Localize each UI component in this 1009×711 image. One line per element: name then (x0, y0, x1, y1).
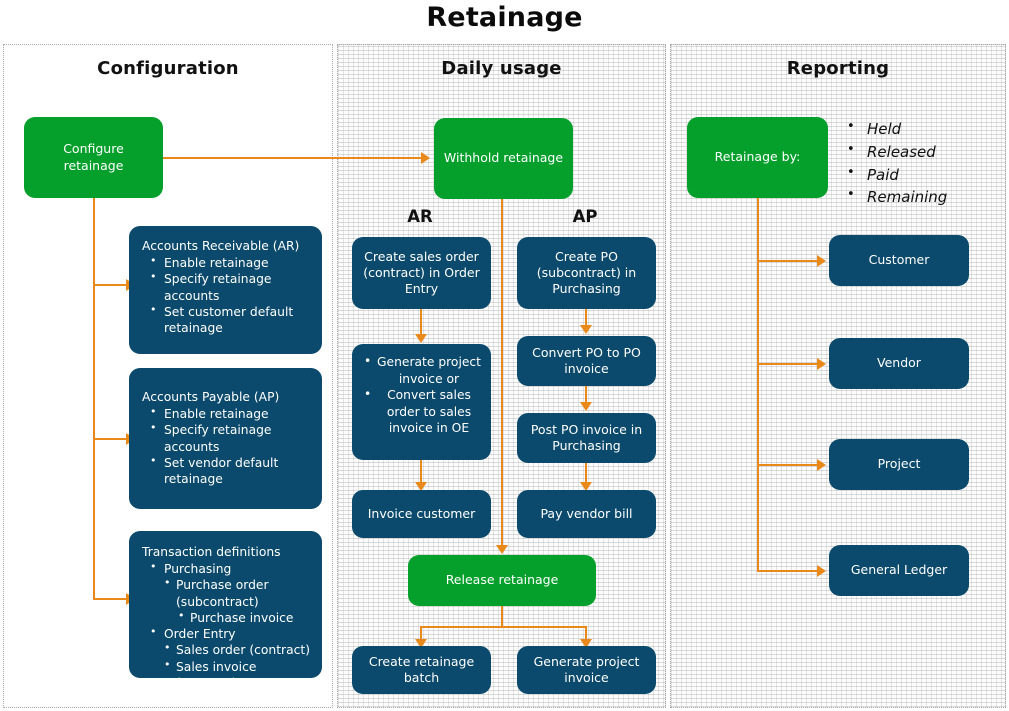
node-create-retainage-batch-label: Create retainage batch (368, 653, 475, 685)
node-report-project-label: Project (877, 456, 921, 472)
node-report-vendor-label: Vendor (877, 355, 921, 371)
node-configure-retainage-label: Configure retainage (63, 141, 124, 173)
node-generate-project-invoice[interactable]: Generate project invoice (517, 646, 656, 694)
legend-item: Released (845, 140, 1005, 164)
arrowhead-config-to-withhold (421, 152, 430, 164)
node-withhold-retainage-label: Withhold retainage (443, 150, 564, 166)
connector-convert-to-post (585, 386, 587, 405)
arrowhead-reporting-to-vendor (817, 358, 826, 370)
connector-release-split (420, 626, 587, 628)
list-item: Enable retainage (142, 405, 314, 422)
node-pay-vendor-bill-label: Pay vendor bill (540, 505, 633, 521)
legend-item: Paid (845, 163, 1005, 187)
page-title: Retainage (426, 2, 583, 33)
node-report-general-ledger-label: General Ledger (850, 562, 948, 578)
connector-post-to-pay (585, 463, 587, 485)
connector-reporting-to-general-ledger (757, 570, 819, 572)
legend-item: Held (845, 117, 1005, 141)
node-configure-retainage[interactable]: Configure retainage (24, 117, 163, 198)
connector-config-to-txn (93, 598, 129, 600)
node-report-vendor[interactable]: Vendor (829, 338, 969, 389)
connector-reporting-to-customer (757, 260, 819, 262)
arrowhead-withhold-to-release (496, 545, 508, 554)
legend-item: Remaining (845, 185, 1005, 209)
node-ap-config-header: Accounts Payable (AP) (142, 390, 280, 404)
connector-po-to-po-invoice (585, 309, 587, 328)
list-item: Sales invoice (contract) (162, 658, 314, 691)
list-item: Purchase invoice (176, 609, 314, 626)
arrowhead-po-to-po-invoice (580, 325, 592, 334)
connector-config-to-withhold (163, 157, 422, 159)
node-create-po[interactable]: Create PO (subcontract) in Purchasing (517, 237, 656, 309)
list-item: Specify retainage accounts (142, 421, 314, 454)
connector-release-to-project-invoice (585, 626, 587, 642)
connector-config-to-ar (93, 284, 129, 286)
list-item: Convert sales order to sales invoice in … (364, 386, 483, 437)
arrowhead-convert-to-post (580, 402, 592, 411)
connector-reporting-to-vendor (757, 363, 819, 365)
arrowhead-reporting-to-customer (817, 255, 826, 267)
node-create-sales-order-label: Create sales order (contract) in Order E… (363, 248, 480, 297)
connector-sales-order-to-invoice-options (420, 309, 422, 337)
connector-reporting-vertical (757, 198, 759, 572)
node-report-project[interactable]: Project (829, 439, 969, 490)
node-convert-po-to-po-invoice[interactable]: Convert PO to PO invoice (517, 336, 656, 386)
node-post-po-invoice-label: Post PO invoice in Purchasing (530, 421, 643, 453)
node-retainage-by-label: Retainage by: (714, 149, 801, 165)
node-invoice-customer-label: Invoice customer (367, 505, 476, 521)
node-report-customer[interactable]: Customer (829, 235, 969, 286)
branch-label-ar: AR (407, 207, 433, 226)
node-convert-po-label: Convert PO to PO invoice (532, 344, 641, 376)
node-generate-project-invoice-label: Generate project invoice (533, 653, 640, 685)
node-txn-definitions-header: Transaction definitions (142, 545, 281, 559)
connector-withhold-to-release (501, 199, 503, 548)
panel-title-configuration: Configuration (97, 58, 239, 79)
connector-reporting-to-project (757, 464, 819, 466)
connector-release-to-batch (420, 626, 422, 642)
node-pay-vendor-bill[interactable]: Pay vendor bill (517, 490, 656, 538)
node-transaction-definitions[interactable]: Transaction definitions Purchasing Purch… (129, 531, 322, 690)
reporting-legend: Held Released Paid Remaining (845, 117, 1005, 209)
node-ar-config-header: Accounts Receivable (AR) (142, 239, 300, 253)
node-report-general-ledger[interactable]: General Ledger (829, 545, 969, 596)
node-create-sales-order[interactable]: Create sales order (contract) in Order E… (352, 237, 491, 309)
node-withhold-retainage[interactable]: Withhold retainage (434, 118, 573, 199)
node-create-retainage-batch[interactable]: Create retainage batch (352, 646, 491, 694)
arrowhead-post-to-pay (580, 482, 592, 491)
node-report-customer-label: Customer (868, 252, 930, 268)
panel-title-daily-usage: Daily usage (441, 58, 562, 79)
node-invoice-options[interactable]: Generate project invoice or Convert sale… (352, 344, 491, 460)
arrowhead-sales-order-to-invoice-options (415, 334, 427, 343)
list-item: Specify retainage accounts (142, 270, 314, 303)
arrowhead-reporting-to-general-ledger (817, 565, 826, 577)
node-accounts-payable-config[interactable]: Accounts Payable (AP) Enable retainage S… (129, 368, 322, 509)
list-item: Order Entry (142, 625, 314, 642)
node-release-retainage[interactable]: Release retainage (408, 555, 596, 606)
arrowhead-release-to-batch (415, 639, 427, 648)
connector-invoice-options-to-invoice-customer (420, 460, 422, 485)
list-item: Set vendor default retainage (142, 454, 314, 487)
list-item: Enable retainage (142, 254, 314, 271)
connector-config-vertical (93, 198, 95, 600)
connector-release-stem (501, 606, 503, 628)
arrowhead-reporting-to-project (817, 459, 826, 471)
list-item: Sales order (contract) (162, 641, 314, 658)
arrowhead-invoice-options-to-invoice-customer (415, 482, 427, 491)
node-retainage-by[interactable]: Retainage by: (687, 117, 828, 198)
node-release-retainage-label: Release retainage (445, 572, 559, 588)
node-invoice-customer[interactable]: Invoice customer (352, 490, 491, 538)
list-item: Set customer default retainage (142, 303, 314, 336)
node-create-po-label: Create PO (subcontract) in Purchasing (536, 248, 637, 297)
list-item: Generate project invoice or (364, 353, 483, 387)
branch-label-ap: AP (572, 207, 598, 226)
panel-title-reporting: Reporting (786, 58, 890, 79)
connector-config-to-ap (93, 438, 129, 440)
list-item: Purchase order (subcontract) (162, 576, 314, 609)
arrowhead-release-to-project-invoice (580, 639, 592, 648)
node-accounts-receivable-config[interactable]: Accounts Receivable (AR) Enable retainag… (129, 226, 322, 354)
list-item: Purchasing (142, 560, 314, 577)
node-post-po-invoice[interactable]: Post PO invoice in Purchasing (517, 413, 656, 463)
